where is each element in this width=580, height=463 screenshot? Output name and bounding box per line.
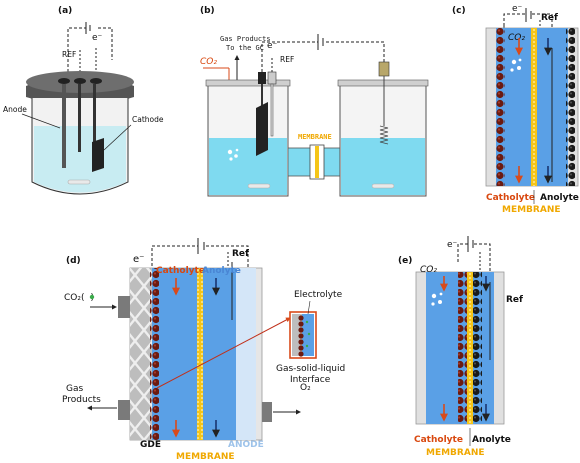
panel-c-anolyte: Anolyte xyxy=(540,193,579,203)
panel-d-co2-port xyxy=(118,296,130,318)
panel-c-label: (c) xyxy=(452,6,466,16)
panel-b-to-gc: To the GC xyxy=(226,44,264,52)
panel-b-anode-coil xyxy=(379,125,389,145)
panel-c-ref: Ref xyxy=(541,13,558,23)
panel-a-anode-label: Anode xyxy=(3,105,27,114)
panel-c: (c) e⁻ Ref CO₂ Catholyte Anolyte MEMBRAN… xyxy=(452,4,579,215)
panel-b-membrane-label: MEMBRANE xyxy=(298,133,332,141)
panel-b-circuit xyxy=(261,34,385,72)
panel-e-label: (e) xyxy=(398,256,412,266)
panel-d-catholyte: Catholyte xyxy=(156,266,205,276)
panel-e-co2: CO₂ xyxy=(420,265,437,275)
panel-b-cathode-electrode xyxy=(256,102,268,156)
panel-d-anode-plate xyxy=(236,268,256,440)
panel-a-label: (a) xyxy=(58,6,72,16)
panel-d-membrane xyxy=(197,268,203,440)
panel-d-electrolyte: Electrolyte xyxy=(294,290,343,300)
panel-b-label: (b) xyxy=(200,6,215,16)
panel-d-anolyte-chamber xyxy=(200,268,236,440)
panel-b-ref-label: REF xyxy=(280,55,294,64)
panel-b-ref-electrode xyxy=(270,83,274,137)
panel-c-cathode-catalyst xyxy=(496,28,505,186)
panel-a-electron: e⁻ xyxy=(92,33,103,43)
panel-c-membrane xyxy=(531,28,537,186)
panel-d-anode: ANODE xyxy=(228,440,264,450)
panel-e-cathode-catalyst xyxy=(458,272,467,424)
panel-d-gde-catalyst xyxy=(150,268,159,440)
panel-d-electron: e⁻ xyxy=(133,254,144,265)
panel-c-electron: e⁻ xyxy=(512,4,523,14)
panel-c-anode-catalyst xyxy=(566,28,575,186)
panel-a-ref-label: REF xyxy=(62,50,76,59)
panel-d-catholyte-chamber xyxy=(152,268,200,440)
panel-d-gde: GDE xyxy=(140,440,161,450)
panel-e-anolyte: Anolyte xyxy=(472,435,511,445)
panel-d-co2-dot xyxy=(89,294,95,300)
panel-d-co2: CO₂() xyxy=(64,293,94,303)
panel-a-cathode-label: Cathode xyxy=(132,115,164,124)
panel-d-interface-2: Interface xyxy=(290,375,331,385)
panel-b: (b) Gas Products To the GC CO₂ e⁻ REF ME… xyxy=(200,6,429,197)
panel-d-membrane-label: MEMBRANE xyxy=(176,452,235,462)
panel-a-anode-rod xyxy=(62,84,66,168)
panel-c-catholyte: Catholyte xyxy=(486,193,535,203)
panel-e-membrane-label: MEMBRANE xyxy=(426,448,485,458)
panel-d: (d) e⁻ Ref Catholyte Anolyte CO₂ xyxy=(62,238,345,462)
panel-a-ref-rod xyxy=(78,84,81,152)
panel-d-gas-diffusion-layer xyxy=(130,268,152,440)
panel-a-cathode-plate xyxy=(92,138,104,172)
panel-a-stir-bar xyxy=(67,179,91,185)
panel-e-catholyte: Catholyte xyxy=(414,435,463,445)
panel-b-electron: e⁻ xyxy=(267,41,278,51)
panel-e: (e) e⁻ Ref CO₂ Catholyte Anolyte MEMBRAN… xyxy=(398,236,523,458)
panel-e-membrane xyxy=(467,272,473,424)
panel-d-o2-port xyxy=(262,402,272,422)
panel-d-interface-1: Gas-solid-liquid xyxy=(276,364,345,374)
panel-c-anode-chamber xyxy=(534,28,568,186)
panel-a: (a) e⁻ REF Anode Cathode xyxy=(3,6,164,195)
panel-c-co2: CO₂ xyxy=(508,33,525,43)
panel-b-co2: CO₂ xyxy=(200,57,217,67)
panel-d-gas-port xyxy=(118,400,130,420)
panel-e-anode-catalyst xyxy=(473,272,482,424)
panel-d-products: Products xyxy=(62,395,101,405)
panel-d-ref: Ref xyxy=(232,249,249,259)
panel-b-gas-products: Gas Products xyxy=(220,35,271,43)
panel-d-gas: Gas xyxy=(66,384,83,394)
panel-d-zoom-arrow xyxy=(156,317,291,389)
panel-c-membrane-label: MEMBRANE xyxy=(502,205,561,215)
panel-d-label: (d) xyxy=(66,256,81,266)
panel-d-anolyte: Anolyte xyxy=(202,266,241,276)
panel-a-circuit xyxy=(67,22,113,74)
panel-e-electron: e⁻ xyxy=(447,240,458,250)
panel-e-ref: Ref xyxy=(506,295,523,305)
panel-d-o2: O₂ xyxy=(300,383,311,393)
